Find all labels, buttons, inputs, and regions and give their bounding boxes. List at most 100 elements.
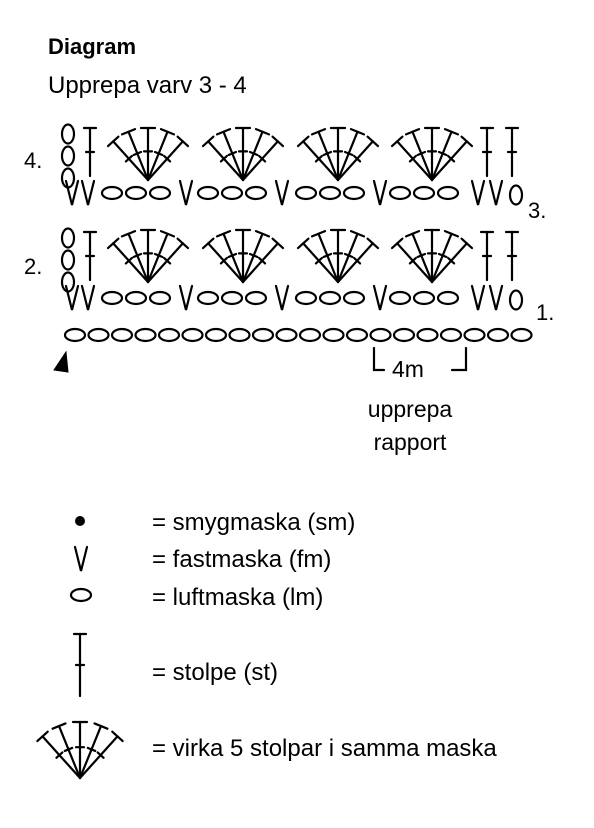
legend-chain-text: = luftmaska (lm)	[152, 584, 324, 611]
row-label-3: 3.	[528, 198, 547, 223]
row4-dc	[479, 126, 495, 178]
row2-shell	[296, 228, 380, 284]
row3-chain	[294, 185, 318, 201]
row4-shell	[106, 126, 190, 182]
row3-sc	[178, 179, 194, 206]
row3-sc	[470, 179, 486, 206]
row4-shell	[390, 126, 474, 182]
row1-chain	[196, 290, 220, 306]
fastmaska-icon	[73, 545, 89, 572]
foundation-chain-stitch	[463, 327, 486, 343]
row4-turning-chain	[60, 145, 76, 167]
row3-chain	[244, 185, 268, 201]
row3-chain	[318, 185, 342, 201]
row2-turning-chain	[60, 227, 76, 249]
start-arrow-icon	[53, 350, 69, 373]
legend-shell-text: = virka 5 stolpar i samma maska	[152, 735, 497, 762]
row1-turning-chain	[508, 289, 524, 311]
row3-chain	[412, 185, 436, 201]
foundation-chain-stitch	[486, 327, 510, 343]
shell-icon	[36, 720, 124, 780]
diagram-title: Diagram	[48, 34, 137, 59]
foundation-chain-stitch	[275, 327, 298, 343]
row3-sc	[80, 179, 96, 206]
row1-chain	[388, 290, 412, 306]
row2-shell	[106, 228, 190, 284]
double-crochet-icon	[72, 632, 88, 698]
row3-sc	[274, 179, 290, 206]
row4-turning-chain	[60, 123, 76, 145]
foundation-chain-stitch	[298, 327, 322, 343]
repeat-count: 4m	[392, 356, 424, 382]
row2-turning-chain	[60, 249, 76, 271]
row1-sc	[274, 284, 290, 311]
row3-sc	[488, 179, 504, 206]
row3-chain	[196, 185, 220, 201]
row-label-2: 2.	[24, 254, 43, 279]
foundation-chain-stitch	[87, 327, 110, 343]
row1-sc	[372, 284, 388, 311]
row2-turning-chain	[60, 271, 76, 293]
row2-dc	[504, 230, 520, 282]
row3-chain	[342, 185, 366, 201]
foundation-chain-stitch	[181, 327, 204, 343]
row2-shell	[390, 228, 474, 284]
row4-shell	[296, 126, 380, 182]
row3-chain	[220, 185, 244, 201]
row-label-4: 4.	[24, 148, 43, 173]
row2-shell	[201, 228, 285, 284]
row1-chain	[436, 290, 460, 306]
row3-chain	[148, 185, 172, 201]
row1-chain	[342, 290, 366, 306]
row1-sc	[178, 284, 194, 311]
foundation-chain-stitch	[510, 327, 533, 343]
repeat-bracket	[372, 346, 468, 372]
row1-chain	[294, 290, 318, 306]
row3-chain	[388, 185, 412, 201]
row4-dc	[82, 126, 98, 178]
row3-turning-chain	[508, 184, 524, 206]
foundation-chain-stitch	[322, 327, 345, 343]
row3-chain	[436, 185, 460, 201]
foundation-chain-stitch	[134, 327, 157, 343]
row1-chain	[412, 290, 436, 306]
row1-chain	[318, 290, 342, 306]
row1-chain	[220, 290, 244, 306]
slip-stitch-icon	[75, 516, 85, 526]
row3-chain	[124, 185, 148, 201]
foundation-chain-stitch	[157, 327, 181, 343]
row2-dc	[82, 230, 98, 282]
row2-dc	[479, 230, 495, 282]
row1-chain	[244, 290, 268, 306]
row4-dc	[504, 126, 520, 178]
foundation-chain-stitch	[369, 327, 392, 343]
row1-sc	[488, 284, 504, 311]
repeat-label-line1: upprepa	[367, 396, 453, 422]
legend-double-crochet-text: = stolpe (st)	[152, 659, 279, 686]
row3-sc	[64, 179, 80, 206]
foundation-chain-stitch	[251, 327, 275, 343]
diagram-subtitle: Upprepa varv 3 - 4	[48, 72, 247, 99]
row4-turning-chain	[60, 167, 76, 189]
legend-single-crochet-text: = fastmaska (fm)	[152, 546, 332, 573]
foundation-chain-stitch	[439, 327, 463, 343]
foundation-chain-stitch	[416, 327, 439, 343]
repeat-label-line2: rapport	[373, 429, 447, 455]
row1-sc	[470, 284, 486, 311]
row4-shell	[201, 126, 285, 182]
row1-sc	[80, 284, 96, 311]
row3-sc	[372, 179, 388, 206]
row1-sc	[64, 284, 80, 311]
foundation-chain-stitch	[392, 327, 416, 343]
foundation-chain-stitch	[204, 327, 228, 343]
row1-chain	[100, 290, 124, 306]
row3-chain	[100, 185, 124, 201]
legend-slip-stitch-text: = smygmaska (sm)	[152, 509, 356, 536]
foundation-chain-stitch	[110, 327, 134, 343]
foundation-chain-stitch	[228, 327, 251, 343]
foundation-chain-stitch	[63, 327, 87, 343]
chain-stitch-icon	[69, 587, 93, 603]
foundation-chain-stitch	[345, 327, 369, 343]
row1-chain	[124, 290, 148, 306]
